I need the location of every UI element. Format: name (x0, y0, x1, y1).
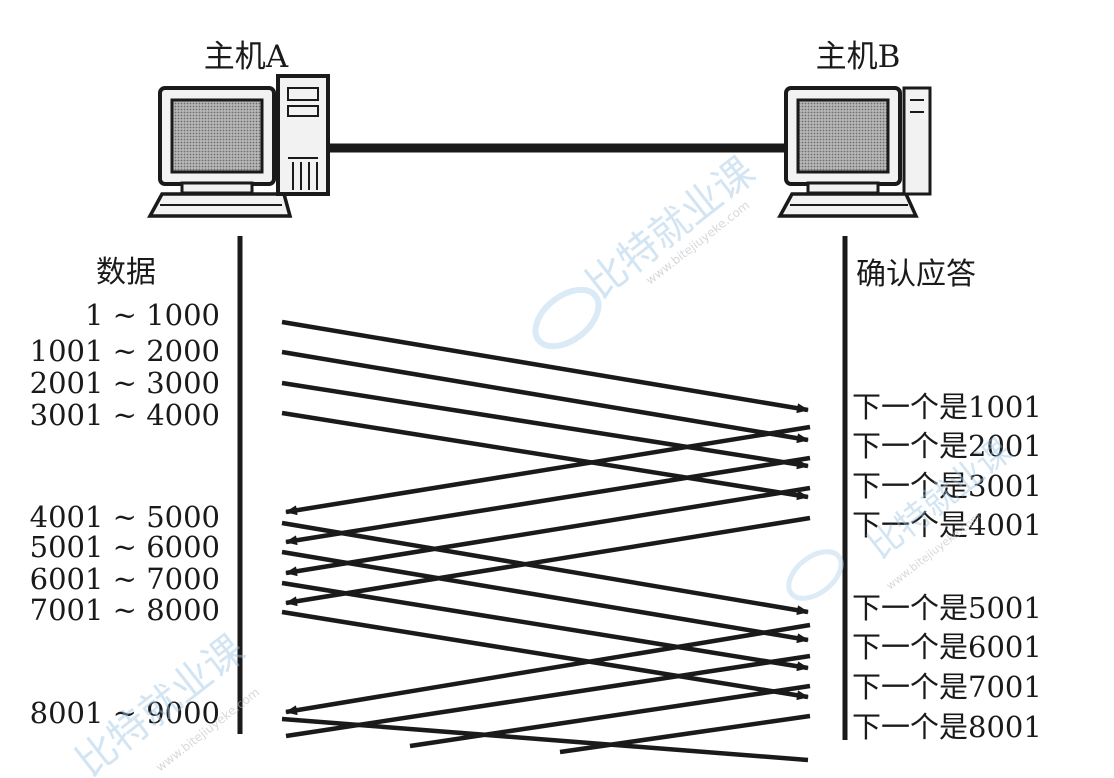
ack-label: 下一个是7001 (852, 670, 1042, 704)
ack-arrow (410, 686, 810, 746)
host-a-label: 主机A (204, 39, 289, 75)
host-b-label: 主机B (816, 39, 901, 75)
segment-label: 4001 ~ 5000 (30, 500, 220, 534)
data-column-title: 数据 (96, 255, 156, 290)
segment-label: 7001 ~ 8000 (30, 593, 220, 627)
ack-column-title: 确认应答 (856, 257, 976, 292)
data-arrow (282, 523, 808, 612)
ack-label: 下一个是1001 (852, 390, 1042, 424)
computer-a-icon (150, 76, 328, 216)
computer-b-icon (780, 88, 930, 216)
watermark-logo-icon (780, 542, 849, 607)
segment-label: 5001 ~ 6000 (30, 530, 220, 564)
segment-label: 2001 ~ 3000 (30, 366, 220, 400)
ack-arrows (286, 427, 810, 752)
segment-label: 6001 ~ 7000 (30, 562, 220, 596)
ack-label: 下一个是8001 (852, 710, 1042, 744)
ack-arrow (560, 716, 810, 752)
ack-labels: 下一个是1001 下一个是2001 下一个是3001 下一个是4001 下一个是… (852, 390, 1042, 744)
ack-label: 下一个是5001 (852, 591, 1042, 625)
watermark-text: 比特就业课 (578, 148, 764, 307)
segment-label: 1 ~ 1000 (85, 298, 220, 332)
segment-label: 1001 ~ 2000 (30, 334, 220, 368)
segment-label: 3001 ~ 4000 (30, 398, 220, 432)
ack-label: 下一个是6001 (852, 630, 1042, 664)
